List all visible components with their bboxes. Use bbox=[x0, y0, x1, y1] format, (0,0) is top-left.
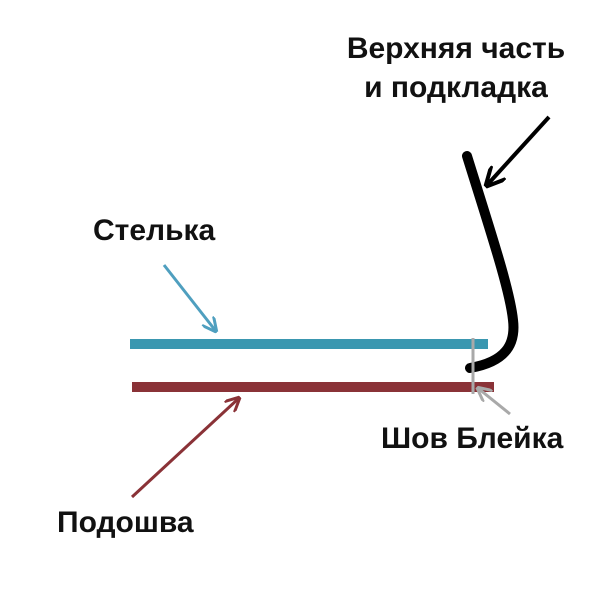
blake-stitch-arrow bbox=[479, 389, 511, 416]
upper-label-line2: и подкладка bbox=[364, 71, 548, 104]
sole-arrow bbox=[130, 399, 238, 499]
insole-label: Стелька bbox=[93, 214, 216, 247]
upper-and-lining-line bbox=[462, 151, 519, 373]
insole-layer bbox=[130, 339, 488, 349]
sole-layer bbox=[132, 382, 494, 392]
blake-stitch-label: Шов Блейка bbox=[381, 422, 564, 455]
upper-label-line1: Верхняя часть bbox=[347, 32, 565, 65]
upper-arrow bbox=[488, 115, 551, 184]
sole-label: Подошва bbox=[57, 506, 194, 539]
insole-arrow bbox=[162, 264, 215, 330]
